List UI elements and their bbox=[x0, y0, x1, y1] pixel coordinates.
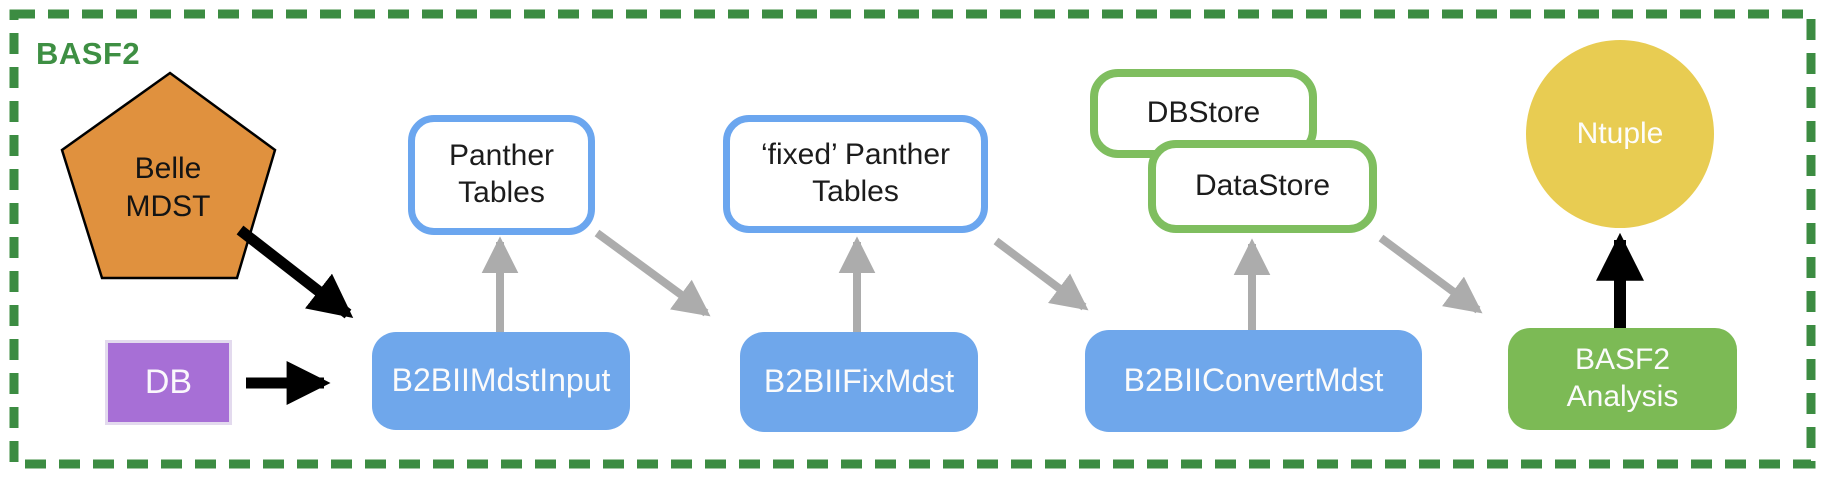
fixed-panther-tables-label-line1: ‘fixed’ Panther bbox=[761, 138, 950, 172]
ntuple-node: Ntuple bbox=[1526, 40, 1714, 228]
fixed-panther-tables-node: ‘fixed’ Panther Tables bbox=[723, 115, 988, 233]
datastore-node: DataStore bbox=[1148, 140, 1377, 233]
belle-mdst-label-line2: MDST bbox=[125, 190, 211, 223]
b2bii-mdst-input-label: B2BIIMdstInput bbox=[391, 362, 611, 399]
panther-tables-label-line1: Panther bbox=[448, 139, 555, 173]
dbstore-label: DBStore bbox=[1146, 96, 1261, 130]
basf2-frame-title: BASF2 bbox=[36, 36, 141, 71]
arrow-panthertables-to-b2biifixmdst bbox=[594, 229, 711, 317]
db-node: DB bbox=[105, 340, 232, 425]
ntuple-label: Ntuple bbox=[1576, 116, 1664, 150]
panther-tables-node: Panther Tables bbox=[408, 115, 595, 235]
panther-tables-label-line2: Tables bbox=[458, 176, 545, 209]
fixed-panther-tables-label-line2: Tables bbox=[812, 175, 899, 208]
b2bii-convert-mdst-node: B2BIIConvertMdst bbox=[1085, 330, 1422, 432]
arrow-belle-mdst-to-b2biimdstinput bbox=[236, 225, 354, 319]
b2bii-fix-mdst-label: B2BIIFixMdst bbox=[763, 363, 955, 400]
basf2-analysis-node: BASF2 Analysis bbox=[1508, 328, 1737, 430]
belle-mdst-node: Belle MDST bbox=[87, 140, 249, 236]
b2bii-mdst-input-node: B2BIIMdstInput bbox=[372, 332, 630, 430]
basf2-analysis-label-line2: Analysis bbox=[1566, 380, 1679, 413]
arrow-fixedpanthertables-to-b2biiconvertmdst bbox=[993, 237, 1089, 311]
datastore-label: DataStore bbox=[1194, 169, 1331, 203]
arrow-datastore-to-basf2analysis bbox=[1378, 234, 1483, 314]
b2bii-fix-mdst-node: B2BIIFixMdst bbox=[740, 332, 978, 432]
basf2-analysis-label-line1: BASF2 bbox=[1574, 343, 1671, 377]
db-label: DB bbox=[144, 362, 193, 401]
b2bii-convert-mdst-label: B2BIIConvertMdst bbox=[1123, 362, 1384, 399]
belle-mdst-label-line1: Belle bbox=[134, 152, 202, 186]
